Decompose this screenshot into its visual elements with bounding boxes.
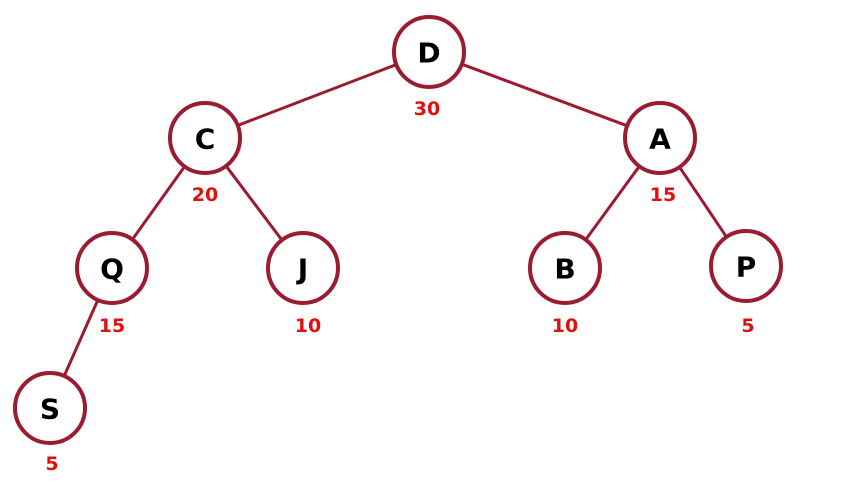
node-label-c: C bbox=[195, 123, 216, 156]
node-label-q: Q bbox=[100, 253, 124, 286]
edges-layer bbox=[62, 62, 728, 378]
node-value-d: 30 bbox=[414, 98, 440, 120]
edge-a-b bbox=[584, 164, 641, 242]
tree-node-b: B 10 bbox=[528, 231, 602, 337]
node-value-j: 10 bbox=[295, 315, 321, 337]
tree-node-a: A 15 bbox=[623, 101, 697, 206]
edge-c-q bbox=[130, 164, 187, 242]
tree-node-q: Q 15 bbox=[75, 231, 149, 337]
tree-node-c: C 20 bbox=[168, 101, 242, 206]
node-label-a: A bbox=[649, 123, 671, 156]
tree-node-d: D 30 bbox=[392, 15, 466, 120]
node-circle-q bbox=[75, 231, 149, 305]
node-value-p: 5 bbox=[741, 315, 754, 337]
node-label-d: D bbox=[417, 37, 440, 70]
node-label-s: S bbox=[40, 393, 60, 426]
node-label-b: B bbox=[554, 253, 575, 286]
node-circle-s bbox=[13, 371, 87, 445]
node-circle-j bbox=[266, 231, 340, 305]
node-label-p: P bbox=[736, 251, 757, 284]
node-value-a: 15 bbox=[650, 184, 676, 206]
node-label-j: J bbox=[296, 253, 308, 286]
edge-a-p bbox=[678, 165, 728, 239]
edge-d-c bbox=[236, 63, 398, 127]
node-circle-d bbox=[392, 15, 466, 89]
node-value-c: 20 bbox=[192, 184, 218, 206]
tree-node-s: S5 bbox=[13, 371, 87, 475]
tree-node-j: J 10 bbox=[266, 231, 340, 337]
node-circle-b bbox=[528, 231, 602, 305]
node-value-b: 10 bbox=[552, 315, 578, 337]
node-value-q: 15 bbox=[99, 315, 125, 337]
node-circle-c bbox=[168, 101, 242, 175]
edge-q-s bbox=[62, 298, 100, 378]
node-value-s: 5 bbox=[45, 453, 58, 475]
edge-c-j bbox=[224, 164, 284, 242]
node-circle-a bbox=[623, 101, 697, 175]
edge-d-a bbox=[460, 62, 629, 128]
node-circle-p bbox=[709, 229, 783, 303]
tree-node-p: P5 bbox=[709, 229, 783, 337]
